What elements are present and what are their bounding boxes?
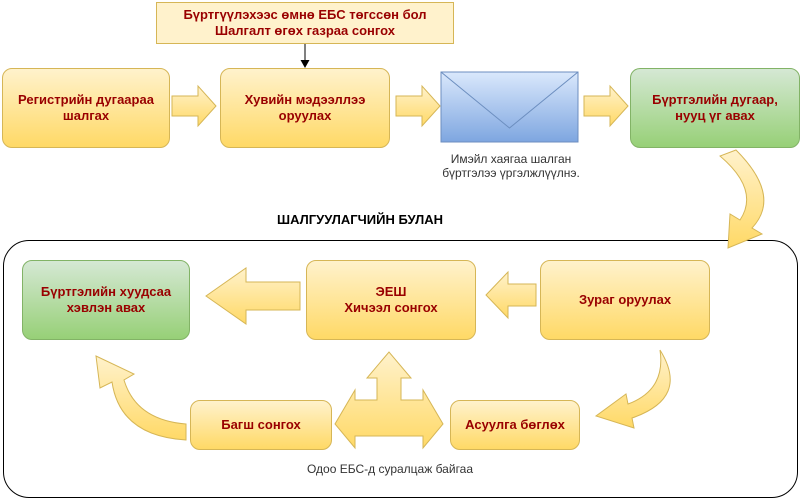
current-student-caption: Одоо ЕБС-д суралцаж байгаа: [306, 462, 474, 476]
arrow-email-to-credentials: [583, 84, 629, 128]
arrow-register-to-info: [171, 84, 217, 128]
prerequisite-note: Бүртгүүлэхээс өмнө ЕБС төгссөн бол Шалга…: [156, 2, 454, 44]
step-personal-info-label: Хувийн мэдээллээ оруулах: [244, 92, 366, 123]
step-register-check-label: Регистрийн дугаараа шалгах: [18, 92, 154, 123]
step-survey-label: Асуулга бөглөх: [465, 417, 565, 432]
prerequisite-note-text: Бүртгүүлэхээс өмнө ЕБС төгссөн бол Шалга…: [183, 7, 427, 38]
step-survey: Асуулга бөглөх: [450, 400, 580, 450]
step-eesh-subjects-label: ЭЕШ Хичээл сонгох: [344, 284, 438, 315]
envelope-icon: [440, 71, 579, 143]
step-eesh-subjects: ЭЕШ Хичээл сонгох: [306, 260, 476, 340]
step-upload-photo-label: Зураг оруулах: [578, 292, 672, 307]
step-choose-teacher-label: Багш сонгох: [221, 417, 301, 432]
email-caption: Имэйл хаягаа шалган бүртгэлээ үргэлжлүүл…: [442, 152, 580, 180]
arrow-info-to-email: [395, 84, 441, 128]
step-print-sheet-label: Бүртгэлийн хуудсаа хэвлэн авах: [40, 284, 172, 315]
curved-arrow-teacher-to-print: [95, 355, 187, 441]
step-print-sheet: Бүртгэлийн хуудсаа хэвлэн авах: [22, 260, 190, 340]
step-personal-info: Хувийн мэдээллээ оруулах: [220, 68, 390, 148]
curved-arrow-credentials-to-photo: [719, 149, 765, 249]
step-choose-teacher: Багш сонгох: [190, 400, 332, 450]
step-get-credentials-label: Бүртгэлийн дугаар, нууц үг авах: [652, 92, 778, 123]
section-title: ШАЛГУУЛАГЧИЙН БУЛАН: [277, 212, 443, 227]
step-get-credentials: Бүртгэлийн дугаар, нууц үг авах: [630, 68, 800, 148]
step-upload-photo: Зураг оруулах: [540, 260, 710, 340]
arrow-photo-to-subjects: [485, 270, 537, 320]
three-way-arrow: [334, 351, 444, 450]
step-register-check: Регистрийн дугаараа шалгах: [2, 68, 170, 148]
arrow-subjects-to-print: [205, 267, 301, 325]
curved-arrow-photo-to-survey: [594, 349, 671, 429]
note-connector-arrow: [300, 44, 310, 68]
